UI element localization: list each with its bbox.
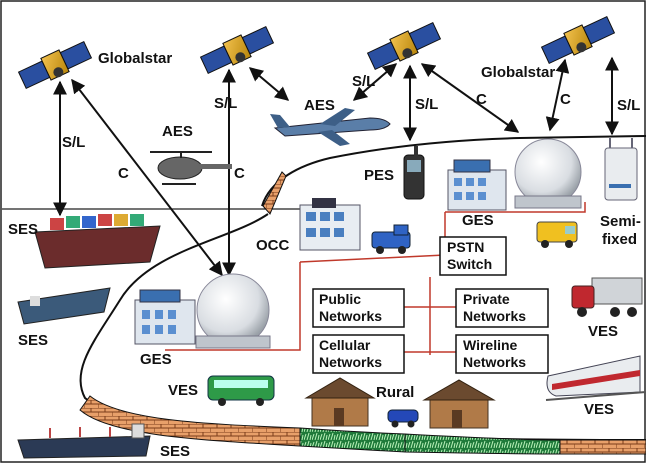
label-semi-2: fixed [602, 231, 637, 248]
private-line-1: Private [463, 291, 510, 307]
arrow-sat4-ges [545, 58, 570, 132]
wireline-line-1: Wireline [463, 337, 518, 353]
label-globalstar-right: Globalstar [481, 64, 555, 81]
link-arrows [53, 56, 619, 277]
arrow-sat3-plane [352, 63, 398, 101]
bus-icon [207, 375, 275, 406]
network-lines [165, 202, 586, 355]
label-ses-top: SES [8, 221, 38, 238]
pstn-switch-box: PSTN Switch [439, 236, 507, 276]
label-ses-bottom: SES [160, 443, 190, 460]
wireline-networks-box: Wireline Networks [455, 334, 549, 374]
house-right-icon [422, 379, 496, 429]
cellular-line-2: Networks [319, 354, 382, 370]
satellite-4-icon [540, 15, 616, 65]
label-ves-truck: VES [588, 323, 618, 340]
coast-grass-1 [299, 427, 406, 453]
label-semi-1: Semi- [600, 213, 641, 230]
arrow-sat3-ges [420, 63, 520, 133]
private-line-2: Networks [463, 308, 526, 324]
label-sl-1: S/L [62, 134, 85, 151]
car-icon [387, 409, 419, 428]
ges-right-line [445, 202, 586, 213]
public-networks-box: Public Networks [312, 288, 405, 328]
label-c-4: C [560, 91, 571, 108]
ges-right-icon [447, 138, 582, 211]
train-icon [545, 355, 646, 401]
wireline-line-2: Networks [463, 354, 526, 370]
van-icon [536, 221, 578, 248]
label-ves-train: VES [584, 401, 614, 418]
pstn-line-2: Switch [447, 256, 492, 272]
label-rural: Rural [376, 384, 414, 401]
label-aes-plane: AES [304, 97, 335, 114]
satellite-1-icon [17, 40, 93, 90]
cellular-line-1: Cellular [319, 337, 371, 353]
semi-fixed-terminal-icon [604, 138, 638, 201]
coast-brick-2 [559, 439, 646, 455]
satellite-2-icon [199, 25, 275, 75]
bulk-carrier-icon [17, 423, 151, 459]
house-left-icon [304, 377, 376, 427]
label-sl-3: S/L [352, 73, 375, 90]
cellular-networks-box: Cellular Networks [312, 334, 405, 374]
public-line-2: Networks [319, 308, 382, 324]
truck-icon [571, 277, 643, 317]
container-ship-icon [34, 214, 161, 269]
occ-building-icon [299, 198, 411, 254]
ges-left-line [165, 262, 301, 351]
satellite-3-icon [366, 21, 442, 71]
label-sl-4: S/L [415, 96, 438, 113]
label-pes: PES [364, 167, 394, 184]
ges-left-icon [134, 273, 271, 349]
label-c-1: C [118, 165, 129, 182]
label-sl-5: S/L [617, 97, 640, 114]
label-ses-mid: SES [18, 332, 48, 349]
label-ves-bus: VES [168, 382, 198, 399]
airplane-icon [270, 108, 391, 146]
helicopter-icon [150, 151, 232, 185]
label-ges-right: GES [462, 212, 494, 229]
pstn-line-1: PSTN [447, 239, 484, 255]
cliff-brick [262, 171, 287, 215]
public-line-1: Public [319, 291, 361, 307]
label-globalstar-left: Globalstar [98, 50, 172, 67]
label-ges-left: GES [140, 351, 172, 368]
cargo-ship-icon [17, 287, 111, 325]
label-c-2: C [234, 165, 245, 182]
arrow-sat2-plane [248, 67, 290, 101]
private-networks-box: Private Networks [455, 288, 549, 328]
arrow-sat1-ges [71, 78, 223, 277]
label-sl-2: S/L [214, 95, 237, 112]
coast-grass-2 [404, 433, 561, 455]
label-c-3: C [476, 91, 487, 108]
label-occ: OCC [256, 237, 290, 254]
label-aes-heli: AES [162, 123, 193, 140]
satellite-phone-icon [403, 146, 425, 200]
